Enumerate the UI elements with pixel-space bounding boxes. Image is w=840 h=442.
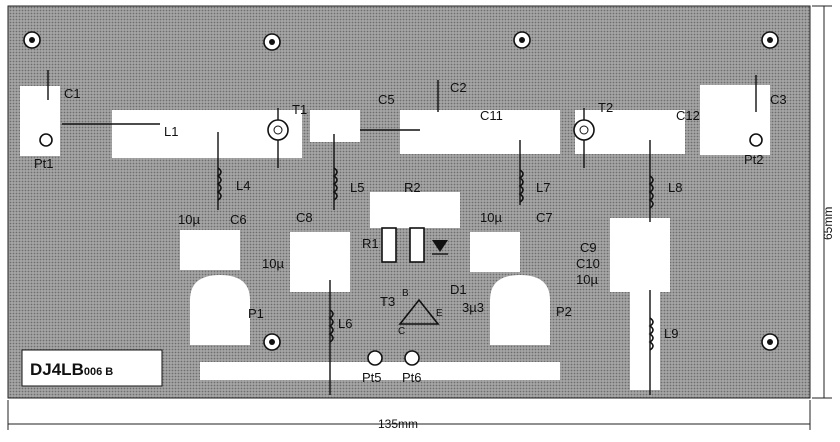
l7-coil-icon — [518, 169, 524, 203]
label-r1: R1 — [362, 236, 379, 251]
dimension-lines — [7, 5, 832, 430]
label-c11: C11 — [480, 108, 503, 123]
label-10u-c7: 10µ — [480, 210, 502, 225]
label-c6: C6 — [230, 212, 247, 227]
label-d1: D1 — [450, 282, 467, 297]
label-t1: T1 — [292, 102, 307, 117]
component-labels: C1 Pt1 L1 T1 C5 C2 C11 T2 C12 C3 Pt2 L4 … — [30, 80, 835, 431]
board-rev-label: 006 B — [84, 366, 113, 378]
label-p1: P1 — [248, 306, 264, 321]
label-l1: L1 — [164, 124, 178, 139]
l6-coil-icon — [328, 309, 334, 343]
label-c7: C7 — [536, 210, 553, 225]
pt1-pad — [39, 133, 53, 147]
label-c2: C2 — [450, 80, 467, 95]
l8-coil-icon — [648, 175, 654, 209]
transistor-pads — [267, 119, 595, 141]
label-p2: P2 — [556, 304, 572, 319]
label-c3: C3 — [770, 92, 787, 107]
label-10u-c6: 10µ — [178, 212, 200, 227]
t3-triangle-icon — [398, 298, 440, 325]
label-c5: C5 — [378, 92, 395, 107]
mounting-holes — [23, 31, 779, 351]
label-t3: T3 — [380, 294, 395, 309]
label-3u3: 3µ3 — [462, 300, 484, 315]
label-c9: C9 — [580, 240, 597, 255]
label-r2: R2 — [404, 180, 421, 195]
board-id-label: DJ4LB006 B — [30, 360, 113, 379]
label-pt1: Pt1 — [34, 156, 54, 171]
l9-coil-icon — [648, 317, 654, 351]
label-10u-c8: 10µ — [262, 256, 284, 271]
label-c10: C10 — [576, 256, 600, 271]
coil-symbols — [216, 167, 654, 351]
label-l9: L9 — [664, 326, 678, 341]
label-c8: C8 — [296, 210, 313, 225]
l4-coil-icon — [216, 167, 222, 201]
label-e: E — [436, 308, 443, 319]
pt5-pad — [367, 350, 383, 366]
board-id-box — [21, 349, 163, 387]
test-point-pads — [39, 133, 763, 366]
l5-coil-icon — [332, 167, 338, 201]
label-pt2: Pt2 — [744, 152, 764, 167]
pt2-pad — [749, 133, 763, 147]
label-l7: L7 — [536, 180, 550, 195]
label-l4: L4 — [236, 178, 250, 193]
resistor-symbols — [381, 227, 448, 263]
label-l8: L8 — [668, 180, 682, 195]
label-l6: L6 — [338, 316, 352, 331]
height-dimension-label: 65mm — [821, 207, 835, 240]
label-b: B — [402, 288, 409, 299]
r1-resistor-icon — [381, 227, 397, 263]
r2-resistor-icon — [409, 227, 425, 263]
d1-diode-icon — [432, 240, 448, 252]
label-pt6: Pt6 — [402, 370, 422, 385]
pt6-pad — [404, 350, 420, 366]
label-t2: T2 — [598, 100, 613, 115]
label-c12: C12 — [676, 108, 700, 123]
width-dimension-label: 135mm — [378, 417, 418, 431]
label-pt5: Pt5 — [362, 370, 382, 385]
label-10u-c9: 10µ — [576, 272, 598, 287]
label-c: C — [398, 326, 405, 337]
label-l5: L5 — [350, 180, 364, 195]
label-c1: C1 — [64, 86, 81, 101]
